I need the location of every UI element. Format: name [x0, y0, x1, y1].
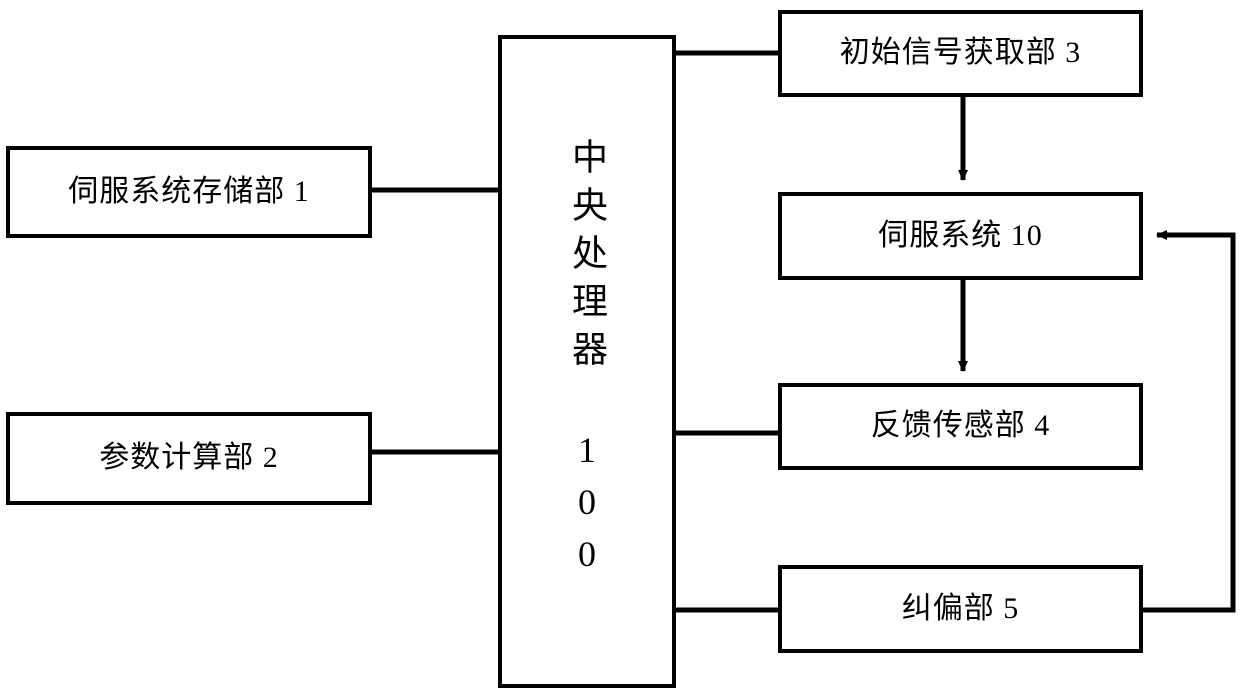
block-initial-signal-acquisition-label: 初始信号获取部 3: [839, 36, 1082, 70]
block-param-calc[interactable]: 参数计算部 2: [6, 412, 372, 505]
connector-deviation-correct-to-servo-system: [1143, 230, 1236, 613]
block-initial-signal-acquisition[interactable]: 初始信号获取部 3: [778, 10, 1143, 97]
block-servo-storage[interactable]: 伺服系统存储部 1: [6, 146, 372, 238]
block-param-calc-label: 参数计算部 2: [99, 441, 279, 475]
block-central-processor-label: 中央处理器 100: [567, 137, 607, 586]
block-servo-system[interactable]: 伺服系统 10: [778, 192, 1143, 280]
block-servo-storage-label: 伺服系统存储部 1: [68, 174, 310, 208]
block-servo-system-label: 伺服系统 10: [878, 218, 1043, 252]
block-central-processor[interactable]: 中央处理器 100: [498, 35, 676, 688]
block-feedback-sensor-label: 反馈传感部 4: [870, 409, 1051, 443]
block-deviation-correction-label: 纠偏部 5: [901, 591, 1020, 625]
block-deviation-correction[interactable]: 纠偏部 5: [778, 565, 1143, 653]
block-feedback-sensor[interactable]: 反馈传感部 4: [778, 383, 1143, 470]
